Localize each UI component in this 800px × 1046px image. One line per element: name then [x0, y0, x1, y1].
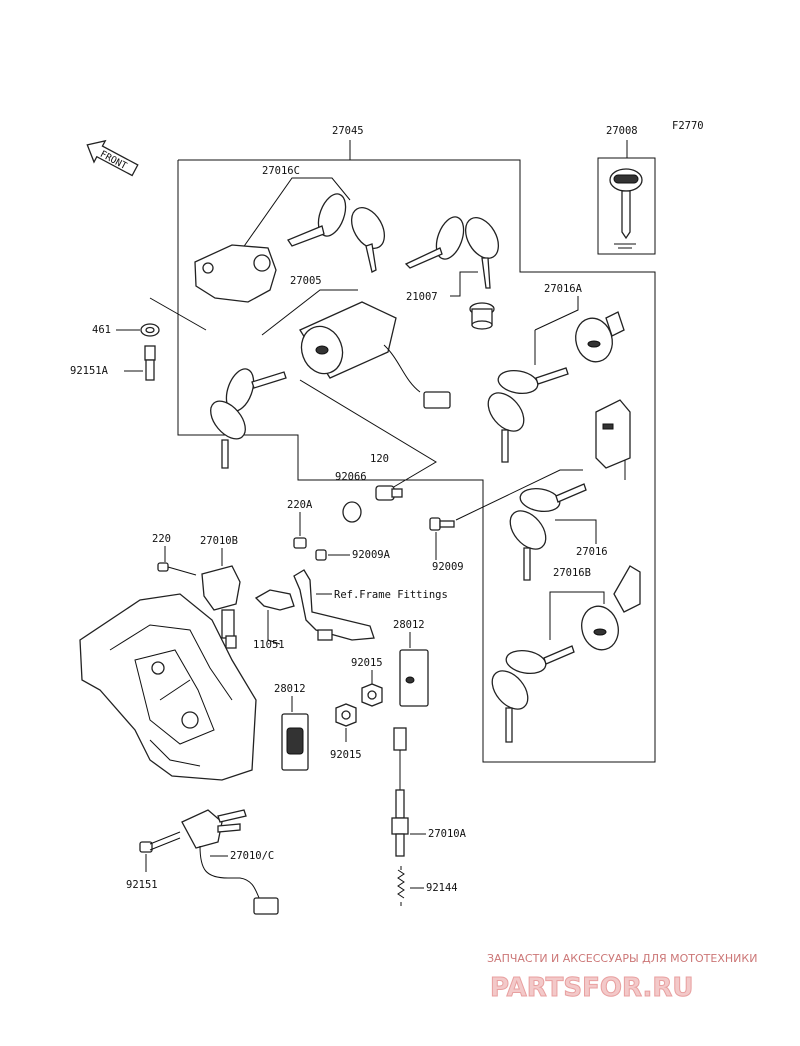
bolt-120 [375, 485, 403, 501]
key-pair-27016a [487, 367, 569, 463]
label-28012-left: 28012 [274, 683, 306, 695]
label-27010a: 27010A [428, 828, 467, 840]
lock-27016b [581, 565, 641, 651]
key-pair-27016 [509, 483, 587, 581]
label-220: 220 [152, 533, 171, 545]
leader-27005 [261, 289, 358, 336]
bolt-220 [157, 562, 197, 576]
key-pair-27005 [210, 368, 287, 469]
label-27016a: 27016A [544, 283, 583, 295]
label-92015-right: 92015 [351, 657, 383, 669]
label-461: 461 [92, 324, 111, 336]
bolt-92151 [139, 831, 181, 853]
leader-120 [299, 379, 437, 489]
washer-461 [140, 323, 160, 337]
label-27005: 27005 [290, 275, 322, 287]
label-28012-right: 28012 [393, 619, 425, 631]
label-27016: 27016 [576, 546, 608, 558]
label-27010b: 27010B [200, 535, 238, 547]
label-21007: 21007 [406, 291, 438, 303]
leader-11051 [267, 610, 281, 645]
frame-structure [79, 593, 257, 781]
label-92066: 92066 [335, 471, 367, 483]
leader-27016 [555, 519, 597, 544]
label-27045: 27045 [332, 125, 364, 137]
key-pair-27016c [287, 193, 386, 273]
label-27016b: 27016B [553, 567, 591, 579]
label-120: 120 [370, 453, 389, 465]
kit-outline-27045 [177, 140, 656, 763]
grommet-92066 [342, 501, 362, 523]
spring-92144 [397, 866, 405, 906]
nut-92015-right [361, 683, 383, 707]
key-pair-21007 [404, 216, 500, 289]
leader-21007 [450, 271, 478, 297]
label-11051: 11051 [253, 639, 285, 651]
plate-28012-left [281, 713, 309, 771]
label-27008: 27008 [606, 125, 638, 137]
label-92151a: 92151A [70, 365, 109, 377]
bracket-11051 [254, 589, 295, 611]
label-92009: 92009 [432, 561, 464, 573]
screw-92009a [315, 549, 327, 561]
front-arrow-icon: FRONT [86, 139, 139, 177]
leader-27016a [534, 296, 579, 331]
label-92009a: 92009A [352, 549, 391, 561]
leader-92009 [455, 469, 583, 521]
label-92151: 92151 [126, 879, 158, 891]
label-ref-frame: Ref.Frame Fittings [334, 589, 448, 601]
nut-92015-left [335, 703, 357, 727]
label-92015-left: 92015 [330, 749, 362, 761]
switch-27010a [391, 727, 409, 857]
leader-kit-left [149, 297, 207, 331]
key-pair-27016b [491, 645, 575, 743]
cap-21007 [469, 302, 495, 330]
lock-27016a [575, 311, 625, 363]
label-92144: 92144 [426, 882, 458, 894]
switch-27010b [201, 565, 241, 649]
label-27010c: 27010/C [230, 850, 274, 862]
watermark-tagline: ЗАПЧАСТИ И АКСЕССУАРЫ ДЛЯ МОТОТЕХНИКИ [487, 952, 757, 965]
bolt-92151a [144, 345, 156, 381]
screw-92009 [429, 517, 455, 531]
ignition-switch-27005 [299, 301, 451, 409]
figure-code: F2770 [672, 120, 704, 132]
plate-28012-right [399, 649, 429, 707]
watermark-logo: PARTSFOR.RU [490, 973, 693, 1003]
label-27016c: 27016C [262, 165, 300, 177]
ignition-housing [194, 244, 277, 303]
leader-27016b [549, 591, 605, 640]
label-220a: 220A [287, 499, 313, 511]
switch-27010c [181, 809, 279, 915]
lock-27016 [595, 399, 631, 469]
bolt-220a [293, 537, 307, 549]
bracket-frame [293, 569, 375, 641]
leader-27016c [239, 177, 351, 253]
key-box-27008 [597, 140, 656, 255]
